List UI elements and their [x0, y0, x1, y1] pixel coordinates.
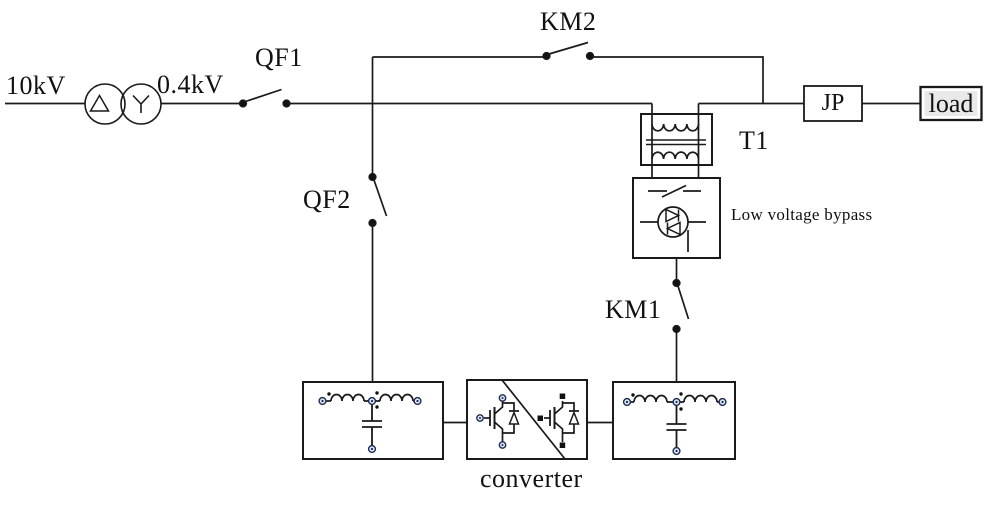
igbt-with-diode-icon: [537, 393, 580, 448]
label-source-voltage: 10kV: [6, 71, 66, 100]
delta-winding-icon: [89, 94, 110, 112]
km1-switch-icon: [672, 278, 690, 382]
jp-box: [803, 85, 921, 122]
delta-wye-transformer-icon: [84, 83, 243, 125]
input-filter-block: [302, 381, 444, 460]
label-qf2: QF2: [303, 185, 351, 214]
output-filter-block: [612, 381, 736, 460]
t1-transformer-symbol: [640, 102, 804, 178]
thyristor-bypass-icon: [640, 206, 706, 252]
igbt-with-diode-icon: [476, 394, 520, 449]
converter-block: [466, 379, 588, 460]
label-load: load: [928, 88, 974, 118]
label-low-voltage-bypass: Low voltage bypass: [731, 205, 873, 224]
label-km1: KM1: [605, 295, 662, 324]
port-marker-icon: [318, 396, 422, 454]
label-jp: JP: [821, 90, 845, 116]
bypass-switch-icon: [648, 184, 701, 198]
label-qf1: QF1: [255, 43, 303, 72]
qf1-switch-icon: [238, 88, 291, 108]
low-voltage-bypass-unit: [632, 177, 721, 283]
label-converter: converter: [480, 464, 583, 493]
km2-branch-wire: [371, 56, 764, 177]
label-bus-voltage: 0.4kV: [157, 70, 224, 99]
load-box: [919, 85, 983, 122]
label-km2: KM2: [540, 7, 597, 36]
km2-switch-icon: [542, 41, 595, 61]
qf2-switch-icon: [368, 172, 388, 228]
port-marker-icon: [622, 397, 727, 456]
wye-winding-icon: [132, 94, 150, 113]
label-t1: T1: [739, 126, 769, 155]
